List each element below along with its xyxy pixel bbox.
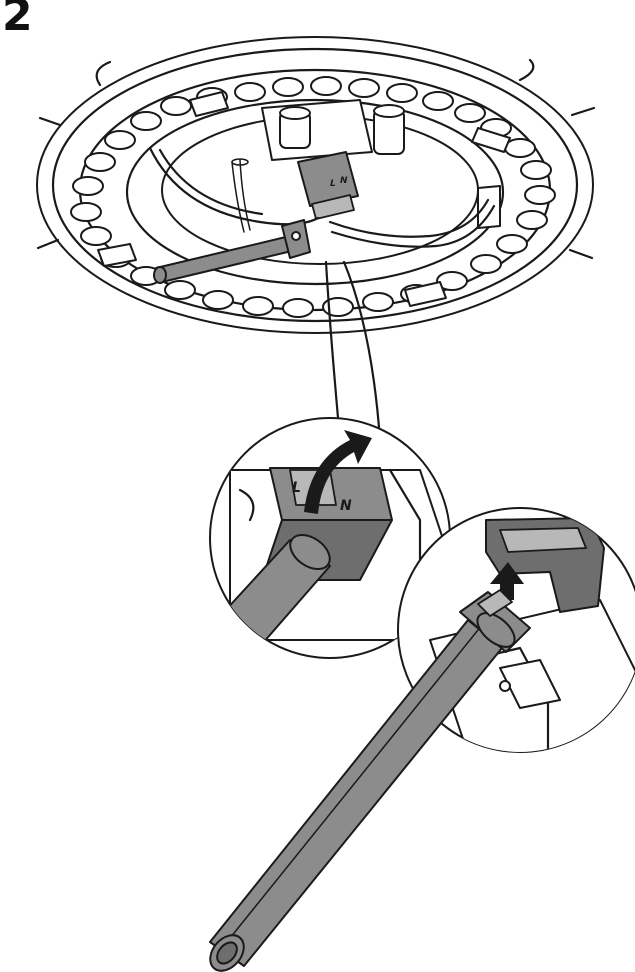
arrow-up-curved-icon: [304, 430, 372, 514]
zoom-circle-rotate: L N: [209, 417, 451, 659]
callout-line-left: [324, 260, 342, 442]
step-number: 2: [2, 0, 33, 41]
label-n-small: N: [340, 176, 348, 186]
label-l-zoom: L: [292, 480, 301, 496]
connector-small: [297, 151, 359, 207]
label-l-small: L: [330, 179, 336, 189]
callout-line-right: [342, 260, 382, 442]
mounting-plate: L N: [36, 36, 596, 334]
arrow-up-icon: [490, 562, 524, 600]
label-n-zoom: N: [340, 498, 352, 514]
main-cable: [209, 589, 531, 972]
